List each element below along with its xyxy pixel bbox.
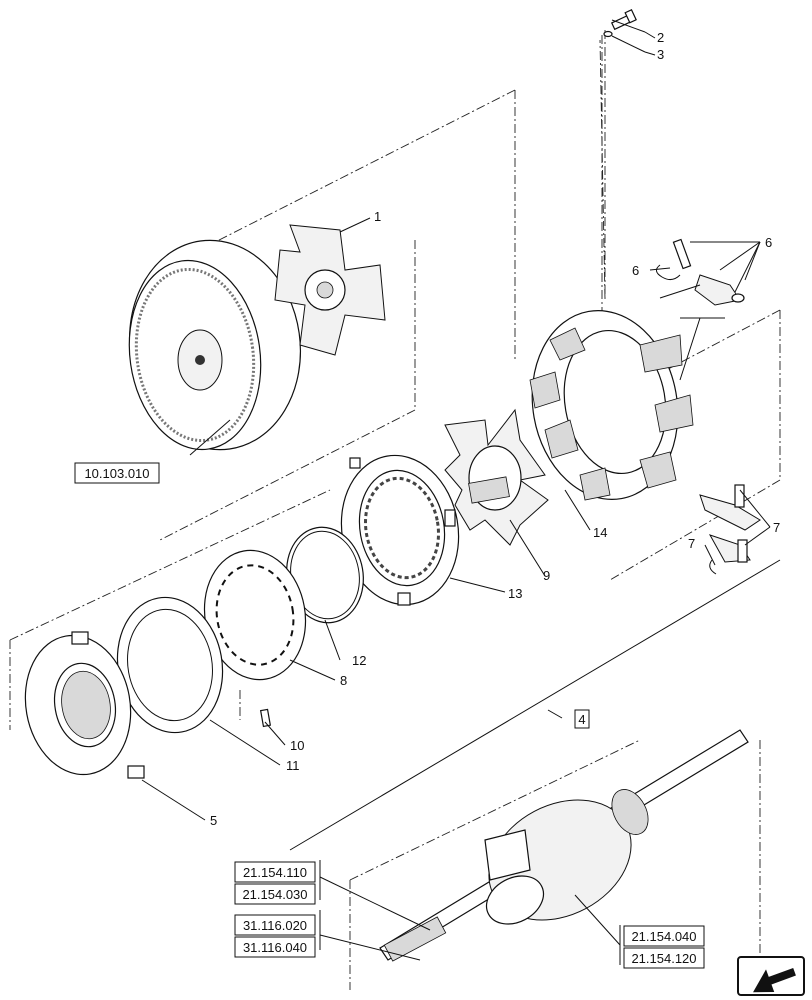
callout-13: 13 <box>508 586 522 601</box>
reference-box-21-154-040[interactable]: 21.154.040 <box>623 925 705 947</box>
input-shaft-assembly <box>379 729 749 962</box>
callout-5: 5 <box>210 813 217 828</box>
clutch-housing-part <box>529 310 694 501</box>
back-plate-part <box>24 631 145 779</box>
svg-text:4: 4 <box>578 712 585 727</box>
callout-box-4[interactable]: 4 <box>574 709 590 729</box>
callout-12: 12 <box>352 653 366 668</box>
clutch-fingers-part <box>699 484 761 575</box>
callout-3: 3 <box>657 47 664 62</box>
friction-plate-part <box>203 549 307 681</box>
callout-2: 2 <box>657 30 664 45</box>
damper-plate-part <box>274 224 386 356</box>
pressure-plate-part <box>340 454 460 606</box>
callout-6-left: 6 <box>632 263 639 278</box>
bolt-part <box>603 8 637 38</box>
reference-box-21-154-120[interactable]: 21.154.120 <box>623 947 705 969</box>
assembly-frames <box>9 30 781 990</box>
callout-10: 10 <box>290 738 304 753</box>
svg-text:31.116.040: 31.116.040 <box>243 940 307 955</box>
svg-text:21.154.120: 21.154.120 <box>631 951 696 966</box>
callout-6-right: 6 <box>765 235 772 250</box>
svg-text:31.116.020: 31.116.020 <box>243 918 307 933</box>
callout-labels: 2 3 1 6 6 7 7 14 9 13 12 8 10 11 5 <box>210 30 780 828</box>
reference-box-21-154-030[interactable]: 21.154.030 <box>234 883 316 905</box>
callout-1: 1 <box>374 209 381 224</box>
svg-text:21.154.110: 21.154.110 <box>243 865 307 880</box>
callout-11: 11 <box>286 758 300 773</box>
callout-9: 9 <box>543 568 550 583</box>
reference-box-31-116-020[interactable]: 31.116.020 <box>234 914 316 936</box>
callout-7-left: 7 <box>688 536 695 551</box>
leader-lines <box>141 19 781 965</box>
callout-14: 14 <box>593 525 607 540</box>
clutch-disc-part <box>444 408 549 546</box>
callout-8: 8 <box>340 673 347 688</box>
arrow-navigation-icon[interactable] <box>737 956 805 999</box>
pin-part <box>259 708 272 728</box>
reference-box-flywheel[interactable]: 10.103.010 <box>74 462 160 484</box>
callout-7-right: 7 <box>773 520 780 535</box>
svg-text:10.103.010: 10.103.010 <box>84 466 149 481</box>
reference-box-21-154-110[interactable]: 21.154.110 <box>234 861 316 883</box>
release-levers-part <box>656 238 745 306</box>
flywheel-part <box>128 239 302 451</box>
svg-text:21.154.040: 21.154.040 <box>631 929 696 944</box>
svg-text:21.154.030: 21.154.030 <box>242 887 307 902</box>
reference-box-31-116-040[interactable]: 31.116.040 <box>234 936 316 958</box>
